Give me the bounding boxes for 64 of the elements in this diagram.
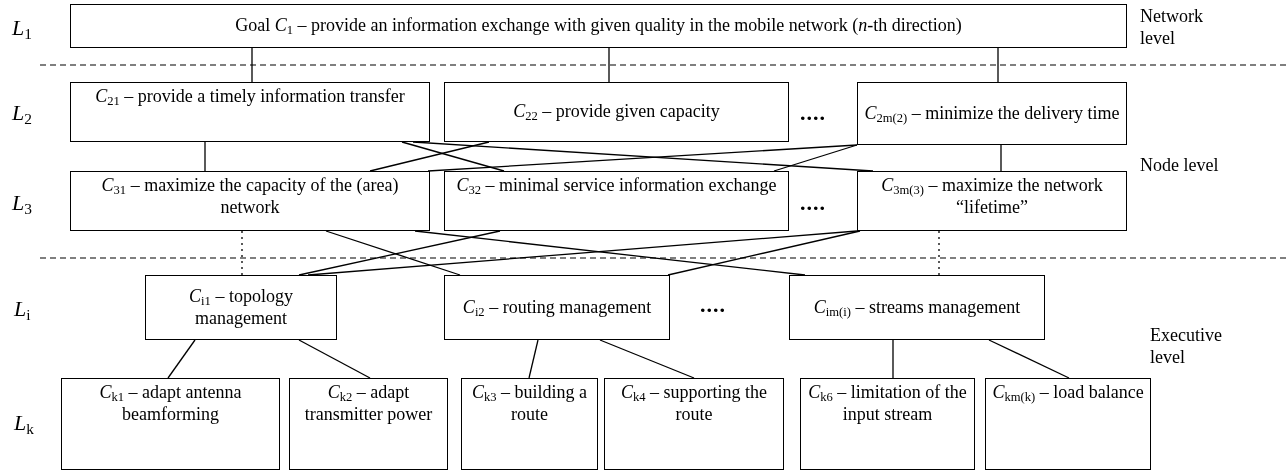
goal-box [70,4,1127,48]
goal-text: C$_{km(k)}$ – load balance [992,382,1144,404]
ellipsis: .... [800,190,826,217]
goal-text: C$_{32}$ – minimal service information exchange [456,175,777,197]
level-index: L$_{2}$ [12,100,32,127]
dotted-connector [241,230,243,276]
connector-line [1000,144,1002,172]
goal-text: C$_{k4}$ – supporting the route [619,382,769,426]
connector-line [528,339,539,379]
goal-box [145,275,337,340]
goal-text: C$_{k1}$ – adapt antenna beamforming [98,382,243,426]
connector-line [892,339,894,379]
connector-line [401,141,505,172]
goal-text: C$_{21}$ – provide a timely information transfer [95,86,405,108]
dotted-connector [938,230,940,276]
connector-line [599,339,695,379]
goal-box [444,275,670,340]
level-index: L$_{i}$ [14,296,31,323]
goal-text: C$_{k2}$ – adapt transmitter power [303,382,434,426]
ellipsis: .... [800,100,826,127]
goal-box [444,82,789,142]
level-index: L$_{1}$ [12,15,32,42]
ellipsis: .... [700,292,726,319]
goal-box [61,378,280,470]
goal-text: C$_{3m(3)}$ – maximize the network “lifetime” [880,175,1104,219]
connector-line [773,144,858,172]
goal-text: C$_{k3}$ – building a route [470,382,589,426]
goal-text: C$_{2m(2)}$ – minimize the delivery time [864,102,1120,125]
connector-line [427,144,858,172]
goal-box [857,82,1127,145]
goal-text: C$_{k6}$ – limitation of the input stream [807,382,968,426]
level-name: Executive level [1150,325,1223,369]
level-index: L$_{3}$ [12,190,32,217]
goal-box [289,378,448,470]
connector-line [988,339,1070,379]
level-name: Network level [1140,6,1204,50]
connector-line [369,141,490,172]
connector-line [298,339,371,379]
goal-box [444,171,789,231]
goal-text: Goal C$_{1}$ – provide an information exchange with given quality in the mobile network (n-th direction) [235,15,962,37]
connector-line [325,230,461,276]
connector-line [997,47,999,83]
goal-box [604,378,784,470]
goal-box [857,171,1127,231]
goal-box [70,171,430,231]
goal-text: C$_{22}$ – provide given capacity [513,101,720,123]
goal-text: C$_{i1}$ – topology management [188,285,294,330]
connector-line [204,141,206,172]
goal-box [985,378,1151,470]
level-name: Node level [1140,155,1220,177]
goal-text: C$_{31}$ – maximize the capacity of the (area) network [100,175,400,219]
connector-line [608,47,610,83]
connector-line [667,230,861,276]
goal-box [800,378,975,470]
goal-box [461,378,598,470]
connector-line [298,230,501,276]
goal-box [70,82,430,142]
goal-text: C$_{i2}$ – routing management [462,296,652,319]
level-index: L$_{k}$ [14,410,34,437]
goal-text: C$_{im(i)}$ – streams management [813,296,1021,319]
connector-line [251,47,253,83]
connector-line [414,230,806,276]
goal-box [789,275,1045,340]
connector-line [167,339,196,379]
